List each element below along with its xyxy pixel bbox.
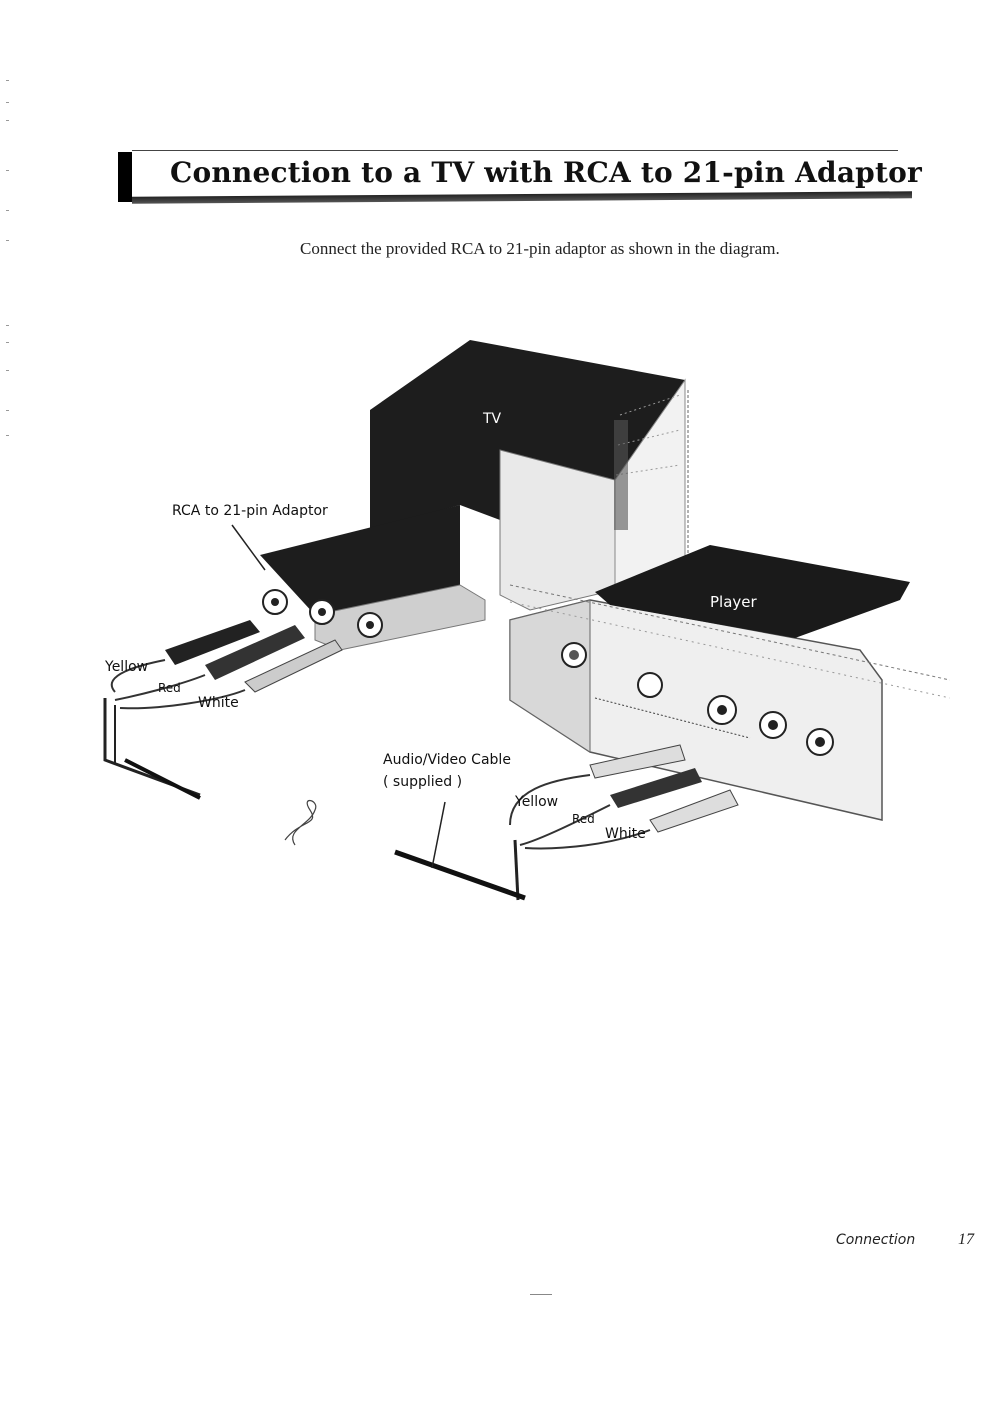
white-left-label: White	[198, 695, 239, 711]
red-left-label: Red	[158, 681, 181, 695]
page-title: Connection to a TV with RCA to 21-pin Ad…	[170, 156, 922, 189]
player-label: Player	[710, 593, 758, 611]
adaptor-label: RCA to 21-pin Adaptor	[172, 503, 328, 519]
supplied-label: ( supplied )	[383, 774, 462, 790]
yellow-right-label: Yellow	[514, 794, 558, 810]
page-number: 17	[958, 1231, 974, 1249]
tv-label: TV	[482, 411, 502, 427]
connection-diagram: TV RCA to 21-pin Adaptor Yellow Red Whit…	[70, 320, 950, 920]
diagram-illustration: TV RCA to 21-pin Adaptor Yellow Red Whit…	[70, 320, 950, 920]
white-right-label: White	[605, 826, 646, 842]
red-right-label: Red	[572, 812, 595, 826]
intro-paragraph: Connect the provided RCA to 21-pin adapt…	[300, 234, 895, 264]
footer-section-name: Connection	[836, 1232, 915, 1248]
heading-top-rule	[132, 150, 898, 151]
yellow-left-label: Yellow	[104, 659, 148, 675]
av-cable-label: Audio/Video Cable	[383, 752, 511, 768]
margin-marks	[6, 80, 16, 460]
heading-marker-block	[118, 152, 132, 202]
section-heading: Connection to a TV with RCA to 21-pin Ad…	[118, 150, 898, 206]
bottom-mark	[530, 1294, 552, 1295]
heading-underline-bar	[132, 191, 912, 203]
